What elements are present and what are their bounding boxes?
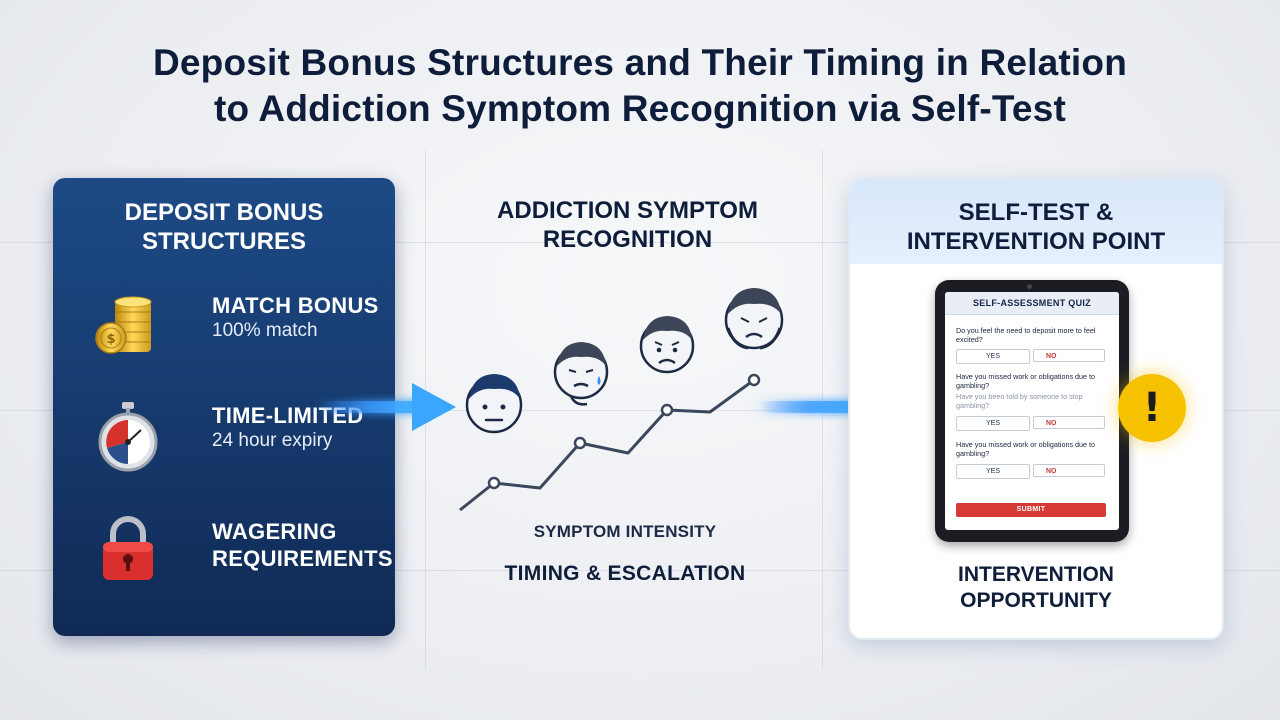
quiz-answer-row-3: YES NO [956,464,1108,479]
svg-text:$: $ [106,332,115,347]
escalation-point [573,436,587,450]
escalation-point [747,373,761,387]
intervention-label: INTERVENTION OPPORTUNITY [850,562,1222,614]
quiz-question-2-faint: Have you been told by someone to stop ga… [956,392,1083,410]
title-line-2: to Addiction Symptom Recognition via Sel… [213,88,1067,129]
quiz-header: SELF-ASSESSMENT QUIZ [945,292,1119,315]
quiz-question-1: Do you feel the need to deposit more to … [956,326,1096,344]
intervention-label-line-1: INTERVENTION [958,563,1114,586]
time-limited-title: TIME-LIMITED [212,403,364,428]
stopwatch-icon [93,402,163,472]
symptom-heading-line-2: RECOGNITION [542,226,713,253]
time-limited-subtitle: 24 hour expiry [212,430,333,451]
symptom-heading-line-1: ADDICTION SYMPTOM [497,197,758,224]
tablet-device: SELF-ASSESSMENT QUIZ Do you feel the nee… [935,280,1129,542]
panel-header-band [850,180,1222,264]
panel-heading: SELF-TEST & INTERVENTION POINT [850,198,1222,256]
warning-icon: ! [1118,374,1186,442]
match-bonus-title: MATCH BONUS [212,293,379,318]
panel-heading: DEPOSIT BONUS STRUCTURES [53,198,395,256]
deposit-bonus-panel: DEPOSIT BONUS STRUCTURES [53,178,395,636]
panel-heading-line-1: DEPOSIT BONUS [124,199,324,226]
intervention-label-line-2: OPPORTUNITY [960,589,1112,612]
quiz-question-2: Have you missed work or obligations due … [956,372,1096,390]
timing-escalation-label: TIMING & ESCALATION [504,562,746,585]
symptom-intensity-label: SYMPTOM INTENSITY [533,522,717,541]
no-button[interactable]: NO [1033,349,1105,362]
quiz-answer-row-2: YES NO [956,416,1108,431]
quiz-screen: SELF-ASSESSMENT QUIZ Do you feel the nee… [945,292,1119,530]
yes-button[interactable]: YES [956,464,1030,479]
symptom-intensity-line [459,378,755,512]
neutral-face-icon [465,374,523,434]
wagering-title-line-1: WAGERING [212,519,337,544]
distressed-face-icon [724,288,784,350]
no-button[interactable]: NO [1033,416,1105,429]
grid-line [822,150,823,670]
grid-line [0,570,1280,571]
panel-heading-line-2: INTERVENTION POINT [906,228,1166,255]
page-title: Deposit Bonus Structures and Their Timin… [0,40,1280,132]
grid-line [0,242,1280,243]
yes-button[interactable]: YES [956,416,1030,431]
quiz-question-3: Have you missed work or obligations due … [956,440,1096,458]
self-test-panel: SELF-TEST & INTERVENTION POINT SELF-ASSE… [848,178,1224,640]
panel-heading-line-1: SELF-TEST & [958,199,1114,226]
padlock-icon [93,514,163,584]
symptom-heading: ADDICTION SYMPTOM RECOGNITION [440,196,815,254]
panel-heading-line-2: STRUCTURES [141,228,306,255]
camera-dot [1027,284,1032,289]
worried-face-icon [553,342,609,406]
yes-button[interactable]: YES [956,349,1030,364]
sad-face-icon [639,316,695,374]
escalation-point [487,476,501,490]
wagering-title-line-2: REQUIREMENTS [212,546,393,571]
quiz-answer-row-1: YES NO [956,349,1108,364]
no-button[interactable]: NO [1033,464,1105,477]
grid-line [425,150,426,670]
coin-stack-icon: $ [93,292,163,362]
submit-button[interactable]: SUBMIT [956,503,1106,517]
title-line-1: Deposit Bonus Structures and Their Timin… [152,42,1128,83]
match-bonus-subtitle: 100% match [212,320,318,341]
